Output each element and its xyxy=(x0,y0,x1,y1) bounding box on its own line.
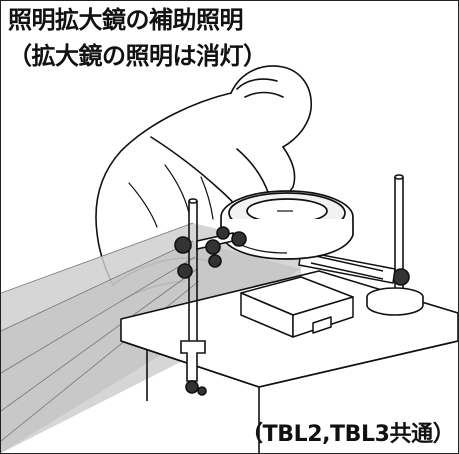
title-line-2: （拡大鏡の照明は消灯） xyxy=(8,42,267,70)
model-compatibility-note: （TBL2,TBL3共通） xyxy=(241,422,455,447)
workpiece-box xyxy=(240,276,354,338)
magnifier-arm xyxy=(298,250,396,284)
title-line-1: 照明拡大鏡の補助照明 xyxy=(8,6,244,34)
magnifier-lens xyxy=(220,190,354,260)
right-stand xyxy=(366,174,424,316)
auxiliary-lamp-stand xyxy=(174,198,247,396)
